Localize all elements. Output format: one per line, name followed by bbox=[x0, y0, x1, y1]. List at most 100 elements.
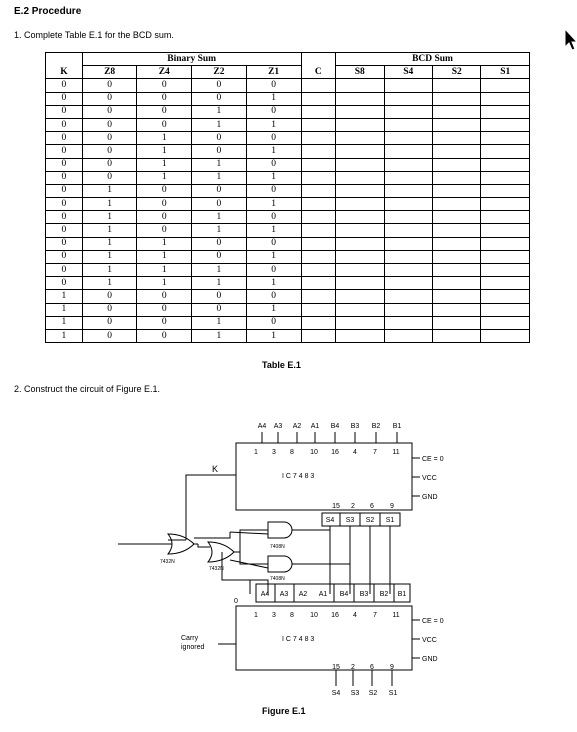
bcd-answer-cell[interactable] bbox=[383, 328, 434, 344]
bcd-answer-cell[interactable] bbox=[335, 144, 385, 159]
bcd-answer-cell[interactable] bbox=[480, 328, 530, 344]
bcd-answer-cell[interactable] bbox=[431, 157, 482, 172]
bcd-answer-cell[interactable] bbox=[480, 262, 530, 278]
bcd-answer-cell[interactable] bbox=[335, 117, 385, 133]
bcd-answer-cell[interactable] bbox=[300, 276, 337, 291]
bcd-answer-cell[interactable] bbox=[431, 91, 482, 106]
bcd-answer-cell[interactable] bbox=[335, 91, 385, 106]
bcd-answer-cell[interactable] bbox=[431, 170, 482, 185]
bcd-answer-cell[interactable] bbox=[383, 144, 434, 159]
bcd-answer-cell[interactable] bbox=[383, 262, 434, 278]
bcd-answer-cell[interactable] bbox=[300, 262, 337, 278]
bcd-answer-cell[interactable] bbox=[480, 236, 530, 251]
bcd-answer-cell[interactable] bbox=[335, 78, 385, 93]
bcd-answer-cell[interactable] bbox=[480, 170, 530, 185]
bcd-answer-cell[interactable] bbox=[431, 197, 482, 212]
bcd-answer-cell[interactable] bbox=[431, 289, 482, 304]
bcd-answer-cell[interactable] bbox=[383, 91, 434, 106]
bcd-answer-cell[interactable] bbox=[300, 117, 337, 133]
bcd-answer-cell[interactable] bbox=[383, 131, 434, 146]
bcd-answer-cell[interactable] bbox=[480, 302, 530, 317]
bcd-answer-cell[interactable] bbox=[335, 131, 385, 146]
bcd-answer-cell[interactable] bbox=[383, 249, 434, 265]
bcd-answer-cell[interactable] bbox=[383, 236, 434, 251]
bcd-answer-cell[interactable] bbox=[480, 197, 530, 212]
bcd-answer-cell[interactable] bbox=[300, 315, 337, 330]
bcd-answer-cell[interactable] bbox=[300, 131, 337, 146]
bcd-answer-cell[interactable] bbox=[300, 197, 337, 212]
bcd-answer-cell[interactable] bbox=[335, 289, 385, 304]
bcd-answer-cell[interactable] bbox=[383, 170, 434, 185]
bcd-answer-cell[interactable] bbox=[335, 249, 385, 265]
bcd-answer-cell[interactable] bbox=[480, 104, 530, 119]
bcd-answer-cell[interactable] bbox=[480, 78, 530, 93]
bcd-answer-cell[interactable] bbox=[300, 91, 337, 106]
bcd-answer-cell[interactable] bbox=[383, 289, 434, 304]
bcd-answer-cell[interactable] bbox=[431, 236, 482, 251]
bcd-answer-cell[interactable] bbox=[335, 302, 385, 317]
bcd-answer-cell[interactable] bbox=[383, 157, 434, 172]
bcd-answer-cell[interactable] bbox=[431, 315, 482, 330]
bcd-answer-cell[interactable] bbox=[335, 223, 385, 238]
bcd-answer-cell[interactable] bbox=[300, 170, 337, 185]
bcd-answer-cell[interactable] bbox=[480, 289, 530, 304]
bcd-answer-cell[interactable] bbox=[335, 157, 385, 172]
bcd-answer-cell[interactable] bbox=[431, 223, 482, 238]
bcd-answer-cell[interactable] bbox=[431, 210, 482, 225]
bcd-answer-cell[interactable] bbox=[480, 131, 530, 146]
bcd-answer-cell[interactable] bbox=[335, 183, 385, 199]
bcd-answer-cell[interactable] bbox=[335, 104, 385, 119]
bcd-answer-cell[interactable] bbox=[300, 104, 337, 119]
bcd-answer-cell[interactable] bbox=[480, 249, 530, 265]
bcd-answer-cell[interactable] bbox=[480, 223, 530, 238]
bcd-answer-cell[interactable] bbox=[335, 315, 385, 330]
bcd-answer-cell[interactable] bbox=[335, 262, 385, 278]
bcd-answer-cell[interactable] bbox=[383, 276, 434, 291]
bcd-answer-cell[interactable] bbox=[383, 197, 434, 212]
bcd-answer-cell[interactable] bbox=[300, 78, 337, 93]
bcd-answer-cell[interactable] bbox=[480, 144, 530, 159]
bcd-answer-cell[interactable] bbox=[300, 236, 337, 251]
bcd-answer-cell[interactable] bbox=[431, 302, 482, 317]
bcd-answer-cell[interactable] bbox=[431, 131, 482, 146]
bcd-answer-cell[interactable] bbox=[335, 236, 385, 251]
bcd-answer-cell[interactable] bbox=[480, 210, 530, 225]
bcd-answer-cell[interactable] bbox=[431, 183, 482, 199]
bcd-answer-cell[interactable] bbox=[480, 91, 530, 106]
bcd-answer-cell[interactable] bbox=[300, 223, 337, 238]
bcd-answer-cell[interactable] bbox=[300, 144, 337, 159]
bcd-answer-cell[interactable] bbox=[300, 289, 337, 304]
bcd-answer-cell[interactable] bbox=[335, 170, 385, 185]
bcd-answer-cell[interactable] bbox=[383, 210, 434, 225]
bcd-answer-cell[interactable] bbox=[431, 328, 482, 344]
bcd-answer-cell[interactable] bbox=[480, 183, 530, 199]
bcd-answer-cell[interactable] bbox=[383, 117, 434, 133]
bcd-answer-cell[interactable] bbox=[300, 157, 337, 172]
bcd-answer-cell[interactable] bbox=[480, 157, 530, 172]
bcd-answer-cell[interactable] bbox=[480, 315, 530, 330]
bcd-answer-cell[interactable] bbox=[431, 104, 482, 119]
bcd-answer-cell[interactable] bbox=[300, 249, 337, 265]
bcd-answer-cell[interactable] bbox=[300, 302, 337, 317]
bcd-answer-cell[interactable] bbox=[431, 78, 482, 93]
bcd-answer-cell[interactable] bbox=[300, 183, 337, 199]
bcd-answer-cell[interactable] bbox=[335, 197, 385, 212]
bcd-answer-cell[interactable] bbox=[431, 262, 482, 278]
bcd-answer-cell[interactable] bbox=[383, 78, 434, 93]
bcd-answer-cell[interactable] bbox=[431, 117, 482, 133]
bcd-answer-cell[interactable] bbox=[383, 223, 434, 238]
bcd-answer-cell[interactable] bbox=[335, 328, 385, 344]
bcd-answer-cell[interactable] bbox=[431, 276, 482, 291]
bcd-answer-cell[interactable] bbox=[383, 183, 434, 199]
bcd-answer-cell[interactable] bbox=[335, 276, 385, 291]
bcd-answer-cell[interactable] bbox=[300, 328, 337, 344]
bcd-answer-cell[interactable] bbox=[431, 249, 482, 265]
bcd-answer-cell[interactable] bbox=[300, 210, 337, 225]
bcd-answer-cell[interactable] bbox=[335, 210, 385, 225]
bcd-answer-cell[interactable] bbox=[383, 104, 434, 119]
bcd-answer-cell[interactable] bbox=[431, 144, 482, 159]
bcd-answer-cell[interactable] bbox=[383, 302, 434, 317]
bcd-answer-cell[interactable] bbox=[480, 117, 530, 133]
bcd-answer-cell[interactable] bbox=[383, 315, 434, 330]
bcd-answer-cell[interactable] bbox=[480, 276, 530, 291]
